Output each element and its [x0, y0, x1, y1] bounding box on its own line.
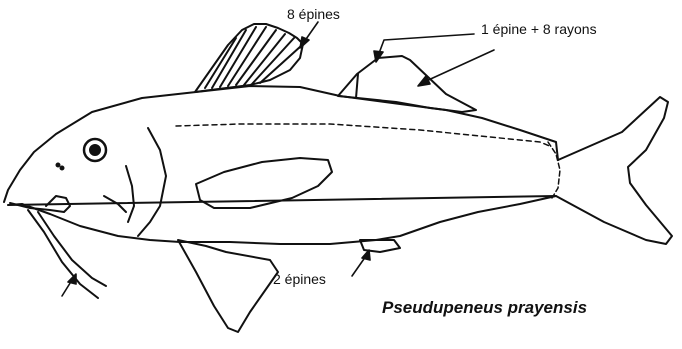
species-name: Pseudupeneus prayensis: [382, 299, 587, 316]
label-dorsal-spines: 8 épines: [287, 7, 340, 21]
pointer-arrows: [62, 22, 494, 296]
label-anal-spines: 2 épines: [273, 272, 326, 286]
barbels: [28, 210, 106, 298]
fish-head: [10, 128, 166, 236]
caudal-fin: [556, 97, 672, 244]
pelvic-fin: [178, 240, 278, 332]
nostril: [57, 164, 60, 167]
second-dorsal-fin: [338, 56, 476, 112]
label-second-dorsal: 1 épine + 8 rayons: [481, 22, 597, 36]
first-dorsal-fin: [195, 24, 303, 92]
pupil: [90, 145, 100, 155]
